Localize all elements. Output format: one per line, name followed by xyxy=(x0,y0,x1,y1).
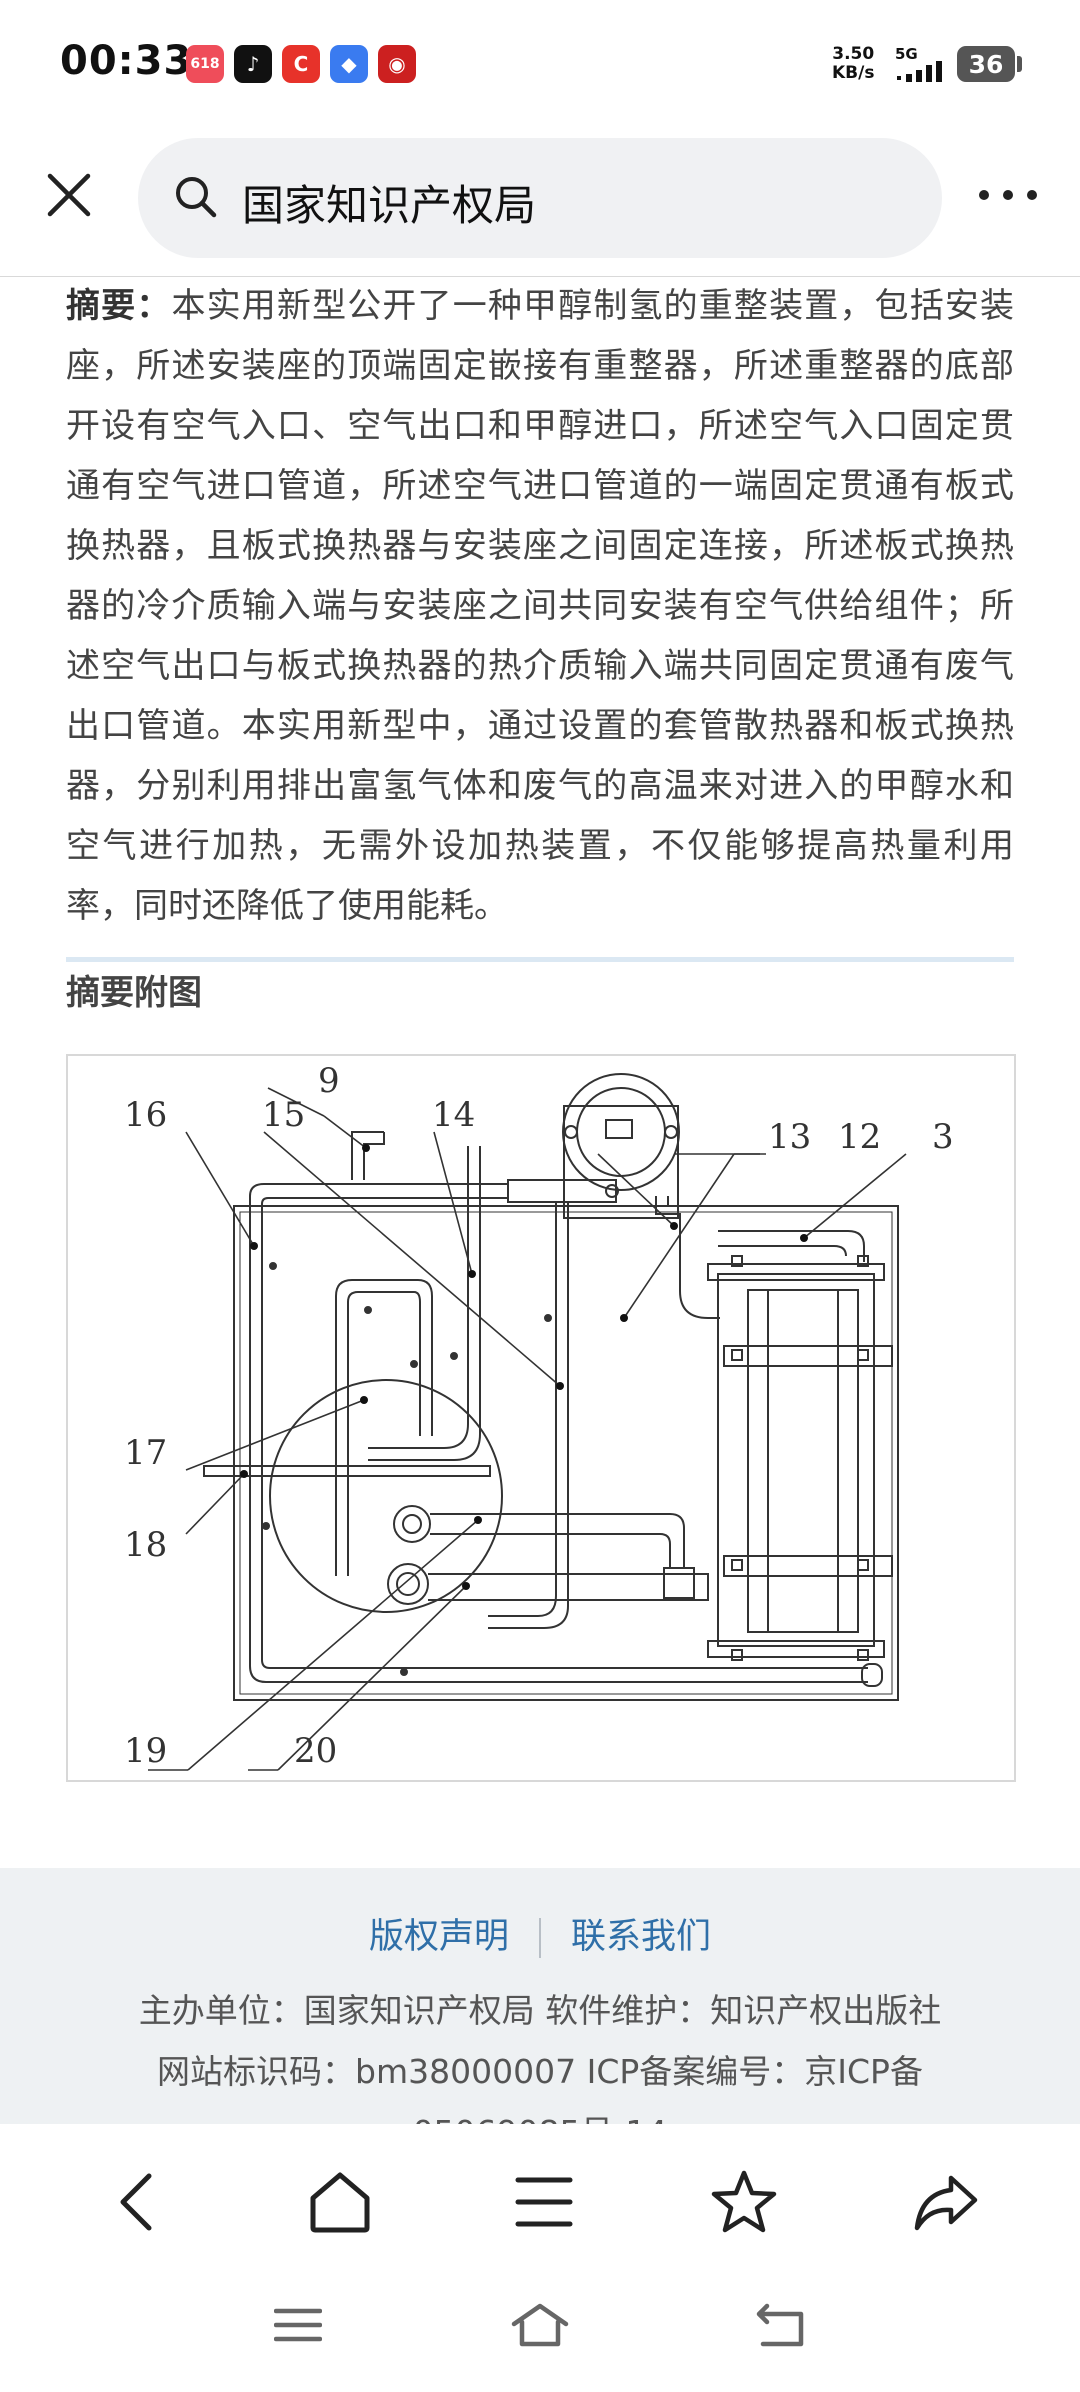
c-app-icon: C xyxy=(282,45,320,83)
system-menu-icon xyxy=(274,2308,322,2342)
battery-cap xyxy=(1017,56,1022,72)
label-20: 20 xyxy=(294,1731,337,1771)
label-13: 13 xyxy=(768,1117,811,1157)
figure-title: 摘要附图 xyxy=(66,973,202,1013)
system-menu-button[interactable] xyxy=(258,2290,338,2360)
tiktok-app-icon: ♪ xyxy=(234,45,272,83)
label-18: 18 xyxy=(124,1525,167,1565)
search-header: 国家知识产权局 xyxy=(0,130,1080,277)
home-button[interactable] xyxy=(300,2162,380,2242)
contact-link[interactable]: 联系我们 xyxy=(571,1917,712,1957)
network-type: 5G xyxy=(895,45,918,63)
network-speed: 3.50 KB/s xyxy=(832,45,874,83)
signal-strength-icon xyxy=(897,61,942,82)
plate-heat-exchanger xyxy=(717,1273,875,1647)
abstract-label: 摘要： xyxy=(66,286,172,326)
bookmark-button[interactable] xyxy=(704,2162,784,2242)
more-options-button[interactable] xyxy=(966,162,1050,228)
footer-links: 版权声明 联系我们 xyxy=(0,1908,1080,1959)
footer-sponsor-line: 主办单位：国家知识产权局 软件维护：知识产权出版社 xyxy=(138,1991,942,2030)
share-button[interactable] xyxy=(906,2162,986,2242)
shopping-618-app-icon: 618 xyxy=(186,45,224,83)
star-icon xyxy=(711,2170,777,2233)
browser-navigation-bar xyxy=(0,2124,1080,2270)
label-17: 17 xyxy=(124,1433,167,1473)
patent-drawing: 9 16 15 14 13 12 3 17 18 19 20 xyxy=(124,1061,954,1771)
label-16: 16 xyxy=(124,1095,167,1135)
label-12: 12 xyxy=(838,1117,881,1157)
battery-level: 36 xyxy=(968,49,1004,79)
label-15: 15 xyxy=(262,1095,305,1135)
share-arrow-icon xyxy=(914,2175,978,2231)
copyright-link[interactable]: 版权声明 xyxy=(368,1917,509,1957)
search-query-text: 国家知识产权局 xyxy=(242,181,537,230)
network-speed-value: 3.50 xyxy=(832,44,875,64)
page-footer: 版权声明 联系我们 主办单位：国家知识产权局 软件维护：知识产权出版社 网站标识码… xyxy=(0,1868,1080,2124)
system-home-button[interactable] xyxy=(500,2290,580,2360)
reformer-circle xyxy=(562,1073,680,1191)
network-speed-unit: KB/s xyxy=(832,63,875,83)
footer-id-line: 网站标识码：bm38000007 ICP备案编号：京ICP备 xyxy=(157,2052,923,2091)
mixer-circle xyxy=(269,1379,503,1613)
battery-icon: 36 xyxy=(957,46,1015,82)
system-navigation-bar xyxy=(0,2270,1080,2392)
label-19: 19 xyxy=(124,1731,167,1771)
footer-link-separator xyxy=(539,1918,541,1958)
section-divider xyxy=(66,957,1014,962)
footer-icp-line: 05069085号-14 xyxy=(0,2106,1080,2124)
label-9: 9 xyxy=(318,1061,340,1101)
system-back-icon xyxy=(756,2303,804,2347)
label-14: 14 xyxy=(432,1095,475,1135)
home-icon xyxy=(310,2172,370,2233)
status-clock: 00:33 xyxy=(60,38,193,84)
close-button[interactable] xyxy=(36,162,102,228)
system-back-button[interactable] xyxy=(740,2290,820,2360)
close-icon xyxy=(47,173,91,217)
status-bar: 00:33 618 ♪ C ◆ ◉ 3.50 KB/s 5G 36 xyxy=(0,0,1080,130)
abstract-text: 本实用新型公开了一种甲醇制氢的重整装置，包括安装座，所述安装座的顶端固定嵌接有重… xyxy=(66,286,1015,926)
menu-button[interactable] xyxy=(504,2162,584,2242)
search-icon xyxy=(176,177,217,218)
base-frame xyxy=(233,1205,899,1701)
notification-app-icons: 618 ♪ C ◆ ◉ xyxy=(186,45,416,83)
back-button[interactable] xyxy=(96,2162,176,2242)
more-dots-icon xyxy=(979,190,1037,200)
reformer-housing xyxy=(563,1105,679,1219)
red-swirl-app-icon: ◉ xyxy=(378,45,416,83)
back-arrow-icon xyxy=(120,2173,152,2231)
blue-app-icon: ◆ xyxy=(330,45,368,83)
system-home-icon xyxy=(511,2303,569,2347)
abstract-figure[interactable]: 9 16 15 14 13 12 3 17 18 19 20 xyxy=(66,1054,1016,1782)
menu-lines-icon xyxy=(515,2177,573,2227)
search-input[interactable]: 国家知识产权局 xyxy=(138,138,942,258)
label-3: 3 xyxy=(932,1117,954,1157)
abstract-paragraph: 摘要：本实用新型公开了一种甲醇制氢的重整装置，包括安装座，所述安装座的顶端固定嵌… xyxy=(66,276,1014,936)
